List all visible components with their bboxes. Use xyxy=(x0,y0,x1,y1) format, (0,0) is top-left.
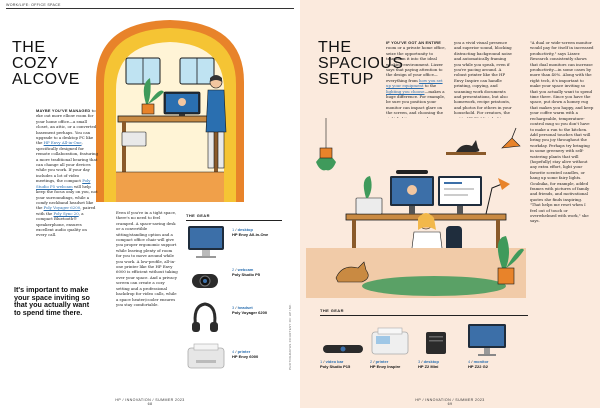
gear-item-2: 2 / webcam Poly Studio P5 xyxy=(232,267,261,277)
pull-quote: It's important to make your space inviti… xyxy=(14,285,90,317)
body-text: room or a private home office, seize the… xyxy=(386,45,446,83)
body-column-1: MAYBE YOU'VE MANAGED to eke out more elb… xyxy=(36,108,98,240)
gear-kind: desktop xyxy=(237,227,253,232)
gear-product: HP Envy 6000 xyxy=(232,353,259,359)
photo-credit: PHOTOGRAPHS COURTESY OF HP INC. xyxy=(288,303,292,370)
right-page: THE SPACIOUS SETUP IF YOU'VE GOT AN ENTI… xyxy=(300,0,600,408)
gear-kind: webcam xyxy=(237,267,254,272)
page-footer: HP / INNOVATION / SUMMER 2023 68 xyxy=(0,398,300,406)
gear-kind: printer xyxy=(237,349,251,354)
gear-product: Poly Voyager 6200 xyxy=(232,309,268,315)
gear-kind: printer xyxy=(375,359,389,364)
footer-text: HP / INNOVATION / SUMMER 2023 xyxy=(415,398,485,402)
body-text: , a compact Bluetooth® speakerphone, ens… xyxy=(36,210,87,238)
gear-product: HP Envy Inspire xyxy=(370,363,401,369)
link-hp-envy-all-in-one[interactable]: HP Envy All-in-One xyxy=(43,140,82,146)
gear-item-4: 4 / printer HP Envy 6000 xyxy=(232,349,259,359)
lead-in: MAYBE YOU'VE MANAGED xyxy=(36,108,91,113)
body-column-2: Even if you're in a tight space, there's… xyxy=(116,210,178,309)
page-number: 68 xyxy=(147,402,153,406)
gear-product: HP Z22 G2 xyxy=(468,363,488,369)
gear-item-4: 4 / monitor HP Z22 G2 xyxy=(468,359,518,370)
page-number: 69 xyxy=(447,402,453,406)
printer-icon xyxy=(187,343,225,369)
header-rule xyxy=(6,8,294,9)
gear-product: HP Envy All-in-One xyxy=(232,231,269,237)
body-paragraph: "A dual or wide-screen monitor would pay… xyxy=(530,40,594,224)
gear-heading: THE GEAR xyxy=(186,213,210,218)
page-title-spacious-setup: THE SPACIOUS SETUP xyxy=(318,40,404,88)
lead-in: IF YOU'VE GOT AN ENTIRE xyxy=(386,40,442,45)
gear-item-3: 3 / desktop HP Z2 Mini xyxy=(418,359,468,370)
link-poly-voyager-6200[interactable]: Poly Voyager 6200 xyxy=(43,205,81,211)
printer-icon xyxy=(371,327,409,355)
link-lighting[interactable]: lighting you choose xyxy=(386,88,425,94)
left-page: WORK/LIFE: OFFICE SPACE THE COZY ALCOVE xyxy=(0,3,300,406)
gear-kind: desktop xyxy=(423,359,439,364)
title-line: SPACIOUS xyxy=(318,55,404,72)
gear-item-2: 2 / printer HP Envy Inspire xyxy=(370,359,420,370)
body-text: , specifically designed for remote colla… xyxy=(36,140,98,184)
gear-rule xyxy=(320,315,528,316)
body-paragraph: MAYBE YOU'VE MANAGED to eke out more elb… xyxy=(36,108,98,238)
body-paragraph: Even if you're in a tight space, there's… xyxy=(116,210,178,307)
video-bar-icon xyxy=(323,345,363,353)
footer-text: HP / INNOVATION / SUMMER 2023 xyxy=(115,398,185,402)
mini-desktop-icon xyxy=(426,332,446,354)
link-equipment-setup[interactable]: how you set up your equipment xyxy=(386,77,443,89)
body-column-3: "A dual or wide-screen monitor would pay… xyxy=(530,40,594,226)
gear-rule xyxy=(186,220,282,221)
gear-item-3: 3 / headset Poly Voyager 6200 xyxy=(232,305,268,315)
gear-kind: monitor xyxy=(473,359,489,364)
gear-product: Poly Studio P15 xyxy=(320,363,351,369)
gear-item-1: 1 / video bar Poly Studio P15 xyxy=(320,359,370,370)
title-line: COZY xyxy=(12,55,59,72)
body-text: will help keep the focus only on you, no… xyxy=(36,183,98,211)
monitor-icon xyxy=(468,324,506,356)
title-line: ALCOVE xyxy=(12,71,80,88)
desktop-icon xyxy=(188,226,224,258)
gear-product: HP Z2 Mini xyxy=(418,363,439,369)
gear-product: Poly Studio P5 xyxy=(232,271,261,277)
headset-icon xyxy=(192,302,218,332)
body-text: to eke out more elbow room for your home… xyxy=(36,108,97,146)
body-text: , paired with the xyxy=(36,205,96,216)
title-line: THE xyxy=(12,39,46,56)
title-line: SETUP xyxy=(318,71,374,88)
gear-heading: THE GEAR xyxy=(320,308,344,313)
webcam-icon xyxy=(192,274,218,288)
link-poly-sync-20[interactable]: Poly Sync 20 xyxy=(53,210,79,216)
spacious-office-illustration xyxy=(306,118,526,298)
body-text: to the xyxy=(423,83,437,89)
gear-kind: headset xyxy=(237,305,253,310)
gear-kind: video bar xyxy=(325,359,344,364)
page-footer: HP / INNOVATION / SUMMER 2023 69 xyxy=(300,398,600,406)
title-line: THE xyxy=(318,39,352,56)
gear-item-1: 1 / desktop HP Envy All-in-One xyxy=(232,227,269,237)
section-label: WORK/LIFE: OFFICE SPACE xyxy=(6,3,61,7)
link-poly-studio-p5[interactable]: Poly Studio P5 webcam xyxy=(36,178,91,189)
alcove-illustration xyxy=(86,12,254,202)
page-title-cozy-alcove: THE COZY ALCOVE xyxy=(12,40,80,88)
